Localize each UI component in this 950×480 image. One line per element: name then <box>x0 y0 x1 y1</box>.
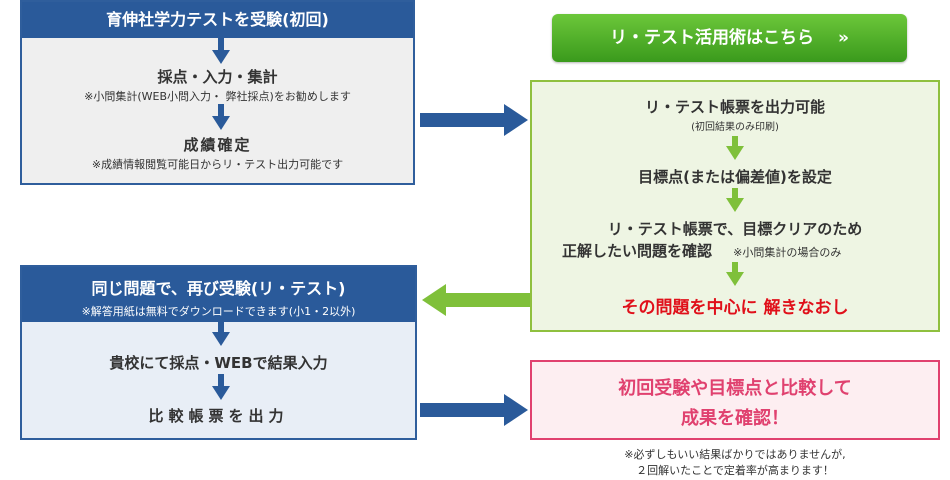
arrow-left-icon <box>422 284 530 316</box>
check-problems-line1: リ・テスト帳票で、目標クリアのため <box>607 220 863 238</box>
retest-header-title: 同じ問題で、再び受験(リ・テスト) <box>91 279 346 298</box>
arrow-down-icon <box>726 262 744 286</box>
scoring-step-note: ※小問集計(WEB小問入力・ 弊社採点)をお勧めします <box>84 90 351 103</box>
results-confirmed-note: ※成績情報閲覧可能日からリ・テスト出力可能です <box>91 158 344 171</box>
arrow-right-icon <box>420 104 528 136</box>
arrow-down-icon <box>726 188 744 212</box>
arrow-down-icon <box>212 374 230 400</box>
double-chevron-right-icon: » <box>838 28 849 48</box>
target-setting-title: 目標点(または偏差値)を設定 <box>638 168 832 186</box>
footnote-line2: ２回解いたことで定着率が高まります！ <box>636 464 834 477</box>
results-confirmed-title: 成績確定 <box>183 136 252 154</box>
retest-output-title: リ・テスト帳票を出力可能 <box>644 98 825 116</box>
check-problems-line2-group: 正解したい問題を確認 ※小問集計の場合のみ <box>562 240 841 261</box>
arrow-right-icon <box>420 394 528 426</box>
retest-output-note: (初回結果のみ印刷) <box>691 122 779 133</box>
arrow-down-icon <box>212 36 230 64</box>
retest-plan-box <box>530 80 940 332</box>
result-check-box: 初回受験や目標点と比較して 成果を確認！ <box>530 360 940 440</box>
check-problems-note: ※小問集計の場合のみ <box>733 246 842 259</box>
comparison-output-title: 比較帳票を出力 <box>148 407 289 425</box>
retest-guide-button[interactable]: リ・テスト活用術はこちら » <box>552 14 907 62</box>
scoring-step-title: 採点・入力・集計 <box>157 68 278 86</box>
footnote-line1: ※必ずしもいい結果ばかりではありませんが, <box>624 448 846 461</box>
grading-entry-title: 貴校にて採点・WEBで結果入力 <box>109 354 328 372</box>
result-check-line2: 成果を確認！ <box>681 408 789 429</box>
check-problems-line2: 正解したい問題を確認 <box>562 242 713 260</box>
retest-box: 同じ問題で、再び受験(リ・テスト) ※解答用紙は無料でダウンロードできます(小1… <box>20 265 417 440</box>
retest-guide-label: リ・テスト活用術はこちら <box>610 28 814 48</box>
resolve-problems-text: その問題を中心に 解きなおし <box>621 298 849 318</box>
arrow-down-icon <box>212 104 230 130</box>
retest-header: 同じ問題で、再び受験(リ・テスト) ※解答用紙は無料でダウンロードできます(小1… <box>22 267 415 322</box>
arrow-down-icon <box>726 136 744 160</box>
initial-test-box: 育伸社学力テストを受験(初回) <box>20 0 415 185</box>
result-check-line1: 初回受験や目標点と比較して <box>618 378 852 399</box>
initial-test-header: 育伸社学力テストを受験(初回) <box>22 2 413 38</box>
retest-header-note: ※解答用紙は無料でダウンロードできます(小1・2以外) <box>81 305 356 318</box>
arrow-down-icon <box>212 320 230 346</box>
